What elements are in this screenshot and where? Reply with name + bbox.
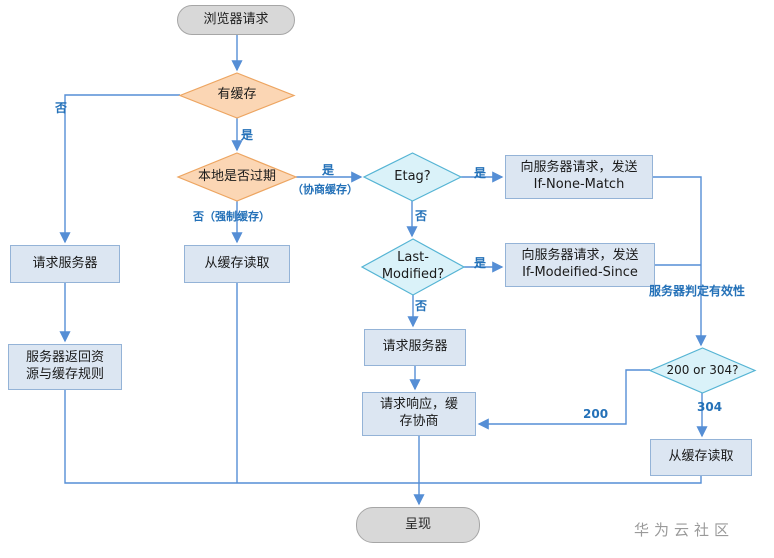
- edge-label-lm-yes: 是: [474, 256, 487, 270]
- edge-label-yes-down: 是: [241, 128, 254, 142]
- edge-label-yes-negotiate: 是: [322, 163, 335, 177]
- node-request-if-none-match: 向服务器请求，发送 If-None-Match: [505, 155, 653, 199]
- decision-last-modified-label: Last-Modified?: [381, 250, 445, 282]
- decision-etag: Etag?: [364, 153, 461, 201]
- line2: If-Modeified-Since: [522, 265, 638, 280]
- edge-label-negotiate-cache: （协商缓存）: [292, 183, 358, 196]
- node-request-server-mid-label: 请求服务器: [382, 339, 448, 355]
- node-end-render: 呈现: [356, 507, 480, 543]
- edge-label-etag-no: 否: [415, 209, 428, 223]
- node-read-cache-right-label: 从缓存读取: [668, 449, 734, 465]
- edge-label-304: 304: [697, 400, 723, 414]
- node-server-returns-rules: 服务器返回资源与缓存规则: [8, 344, 122, 390]
- line1: 向服务器请求，发送: [520, 160, 638, 176]
- node-server-returns-rules-label: 服务器返回资源与缓存规则: [25, 350, 104, 382]
- node-response-negotiate: 请求响应，缓存协商: [362, 392, 476, 436]
- line1: 向服务器请求，发送: [521, 248, 639, 264]
- edge-status-200-to-response: [477, 369, 650, 430]
- decision-local-expired-label: 本地是否过期: [197, 168, 276, 184]
- diamond-shape: [178, 153, 296, 201]
- line2: If-None-Match: [533, 177, 625, 192]
- decision-status-code-label: 200 or 304?: [666, 362, 739, 377]
- node-read-cache-left: 从缓存读取: [184, 245, 290, 283]
- diamond-shape: [650, 348, 755, 393]
- edge-label-no-left: 否: [55, 101, 68, 115]
- node-request-server-mid: 请求服务器: [364, 329, 466, 366]
- decision-status-code: 200 or 304?: [650, 348, 755, 393]
- node-request-if-none-match-label: 向服务器请求，发送 If-None-Match: [520, 160, 637, 194]
- decision-has-cache: 有缓存: [180, 73, 294, 118]
- edge-label-server-validate: 服务器判定有效性: [649, 284, 746, 298]
- edge-readcacheright-merge: [419, 476, 702, 484]
- node-request-if-modified-since-label: 向服务器请求，发送 If-Modeified-Since: [521, 248, 638, 282]
- node-response-negotiate-label: 请求响应，缓存协商: [379, 397, 458, 429]
- decision-last-modified: Last-Modified?: [362, 239, 464, 295]
- node-request-if-modified-since: 向服务器请求，发送 If-Modeified-Since: [505, 243, 655, 287]
- node-read-cache-left-label: 从缓存读取: [204, 255, 270, 271]
- decision-local-expired: 本地是否过期: [178, 153, 296, 201]
- edge-label-lm-no: 否: [415, 299, 428, 313]
- node-browser-request: 浏览器请求: [177, 5, 295, 35]
- watermark-huawei-cloud-community: 华为云社区: [634, 521, 735, 539]
- edge-hascache-no-to-requestserver: [59, 94, 180, 244]
- edge-label-no-force-cache: 否（强制缓存）: [193, 210, 270, 223]
- edge-label-200: 200: [583, 407, 609, 421]
- diamond-shape: [362, 239, 464, 295]
- edge-label-etag-yes: 是: [474, 166, 487, 180]
- node-request-server-left-label: 请求服务器: [32, 255, 98, 271]
- edge-ifnonematch-to-statuscheck: [653, 176, 707, 347]
- node-browser-request-label: 浏览器请求: [203, 11, 269, 27]
- node-read-cache-right: 从缓存读取: [650, 439, 752, 476]
- node-request-server-left: 请求服务器: [10, 245, 120, 283]
- diamond-shape: [180, 73, 294, 118]
- diamond-shape: [364, 153, 461, 201]
- decision-etag-label: Etag?: [394, 168, 431, 184]
- decision-has-cache-label: 有缓存: [217, 87, 257, 103]
- node-end-render-label: 呈现: [404, 516, 431, 532]
